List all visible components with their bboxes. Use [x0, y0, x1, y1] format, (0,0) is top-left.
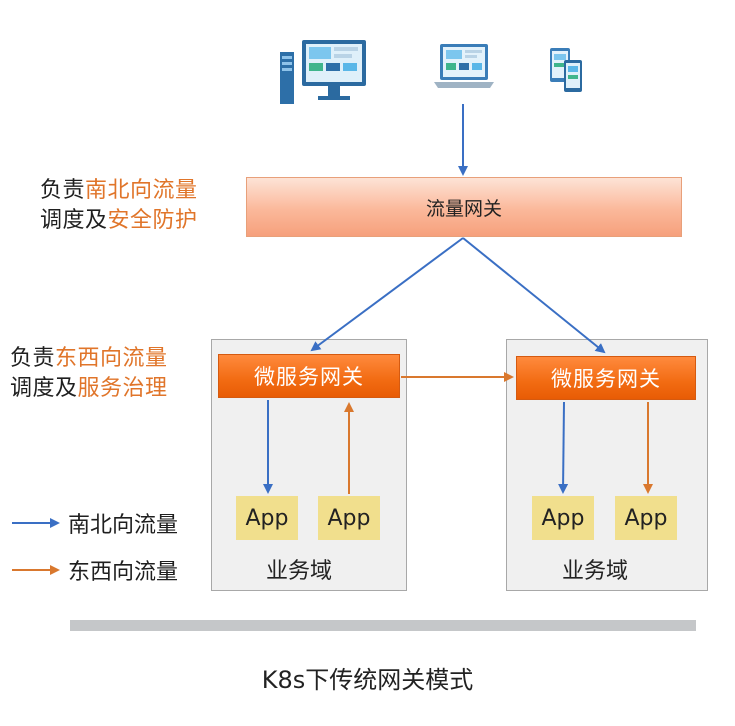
app-box: App	[318, 496, 380, 540]
app-box: App	[236, 496, 298, 540]
arrow-gw2-to-app	[558, 401, 569, 494]
orange-arrow-icon	[12, 565, 60, 575]
traffic-gateway-label: 流量网关	[425, 197, 502, 220]
diagram-caption: K8s下传统网关模式	[261, 666, 474, 694]
arrow-gateway-to-domain1	[310, 237, 464, 352]
desktop-computer-icon	[278, 38, 370, 112]
microservice-gateway-2: 微服务网关	[516, 356, 696, 400]
legend-north-south: 南北向流量	[12, 507, 178, 539]
divider-bar	[70, 620, 696, 631]
laptop-icon	[434, 42, 494, 96]
arrow-gateway-to-domain2	[462, 237, 606, 354]
traffic-gateway: 流量网关	[246, 177, 682, 237]
business-domain-label: 业务域	[266, 559, 333, 584]
legend-east-west: 东西向流量	[12, 554, 178, 586]
blue-arrow-icon	[12, 518, 60, 528]
business-domain-label: 业务域	[562, 559, 629, 584]
app-box: App	[532, 496, 594, 540]
app-box: App	[615, 496, 677, 540]
microservice-gateway-1: 微服务网关	[218, 354, 400, 398]
mobile-tablet-icon	[548, 46, 584, 100]
north-south-description: 负责南北向流量 调度及安全防护	[40, 178, 198, 233]
east-west-description: 负责东西向流量 调度及服务治理	[10, 346, 168, 401]
